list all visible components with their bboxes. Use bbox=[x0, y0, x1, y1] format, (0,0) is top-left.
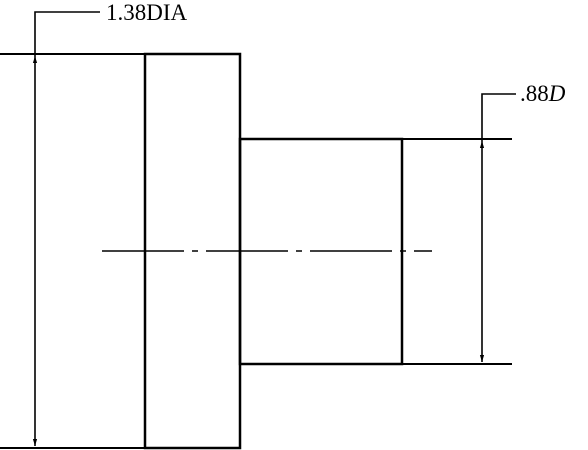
small-diameter-leader bbox=[481, 93, 516, 141]
small-diameter-label: .88D bbox=[520, 81, 566, 106]
large-diameter-leader bbox=[34, 11, 100, 56]
large-diameter-label: 1.38DIA bbox=[106, 0, 188, 25]
